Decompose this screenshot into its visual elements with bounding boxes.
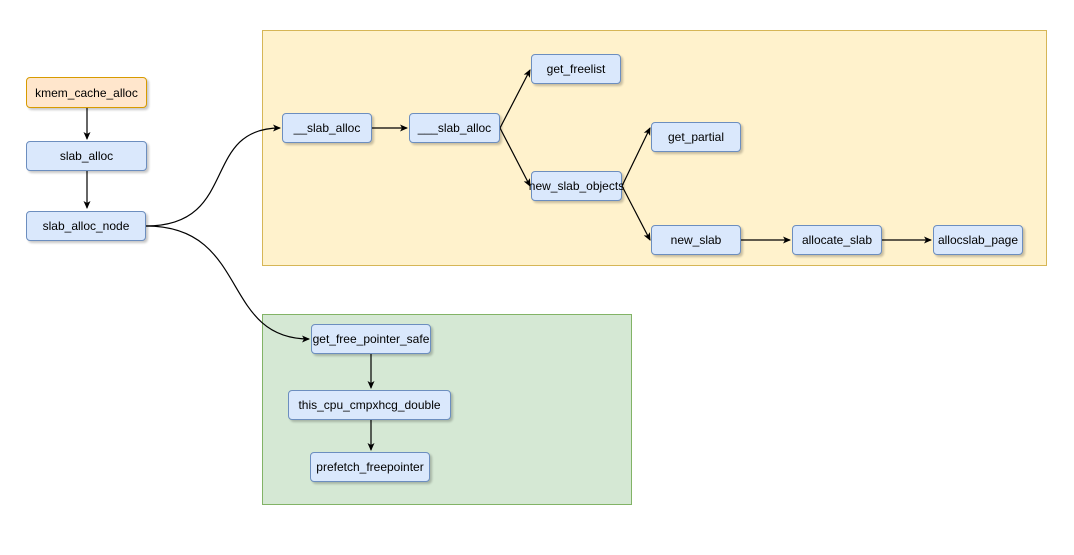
node-double-underscore-slab-alloc[interactable]: __slab_alloc: [282, 113, 372, 143]
edge-new-slab-objects-to-new-slab: [621, 185, 651, 241]
edge-triple-slab-alloc-to-new-slab-objects: [499, 127, 531, 187]
node-get-freelist[interactable]: get_freelist: [531, 54, 621, 84]
edge-slab-alloc-node-to-get-free-pointer-safe: [145, 225, 310, 343]
node-kmem-cache-alloc[interactable]: kmem_cache_alloc: [26, 77, 147, 108]
node-get-partial[interactable]: get_partial: [651, 122, 741, 152]
node-prefetch-freepointer[interactable]: prefetch_freepointer: [310, 452, 430, 482]
node-get-free-pointer-safe[interactable]: get_free_pointer_safe: [311, 324, 431, 354]
node-slab-alloc[interactable]: slab_alloc: [26, 141, 147, 171]
node-new-slab[interactable]: new_slab: [651, 225, 741, 255]
node-this-cpu-cmpxhcg-double[interactable]: this_cpu_cmpxhcg_double: [288, 390, 451, 420]
node-allocslab-page[interactable]: allocslab_page: [933, 225, 1023, 255]
node-slab-alloc-node[interactable]: slab_alloc_node: [26, 211, 146, 241]
node-triple-underscore-slab-alloc[interactable]: ___slab_alloc: [409, 113, 500, 143]
node-new-slab-objects[interactable]: new_slab_objects: [529, 171, 624, 201]
edge-new-slab-objects-to-get-partial: [621, 127, 651, 187]
edge-slab-alloc-node-to-slab-alloc-slow: [145, 124, 281, 227]
node-allocate-slab[interactable]: allocate_slab: [792, 225, 882, 255]
edge-triple-slab-alloc-to-get-freelist: [499, 69, 531, 129]
